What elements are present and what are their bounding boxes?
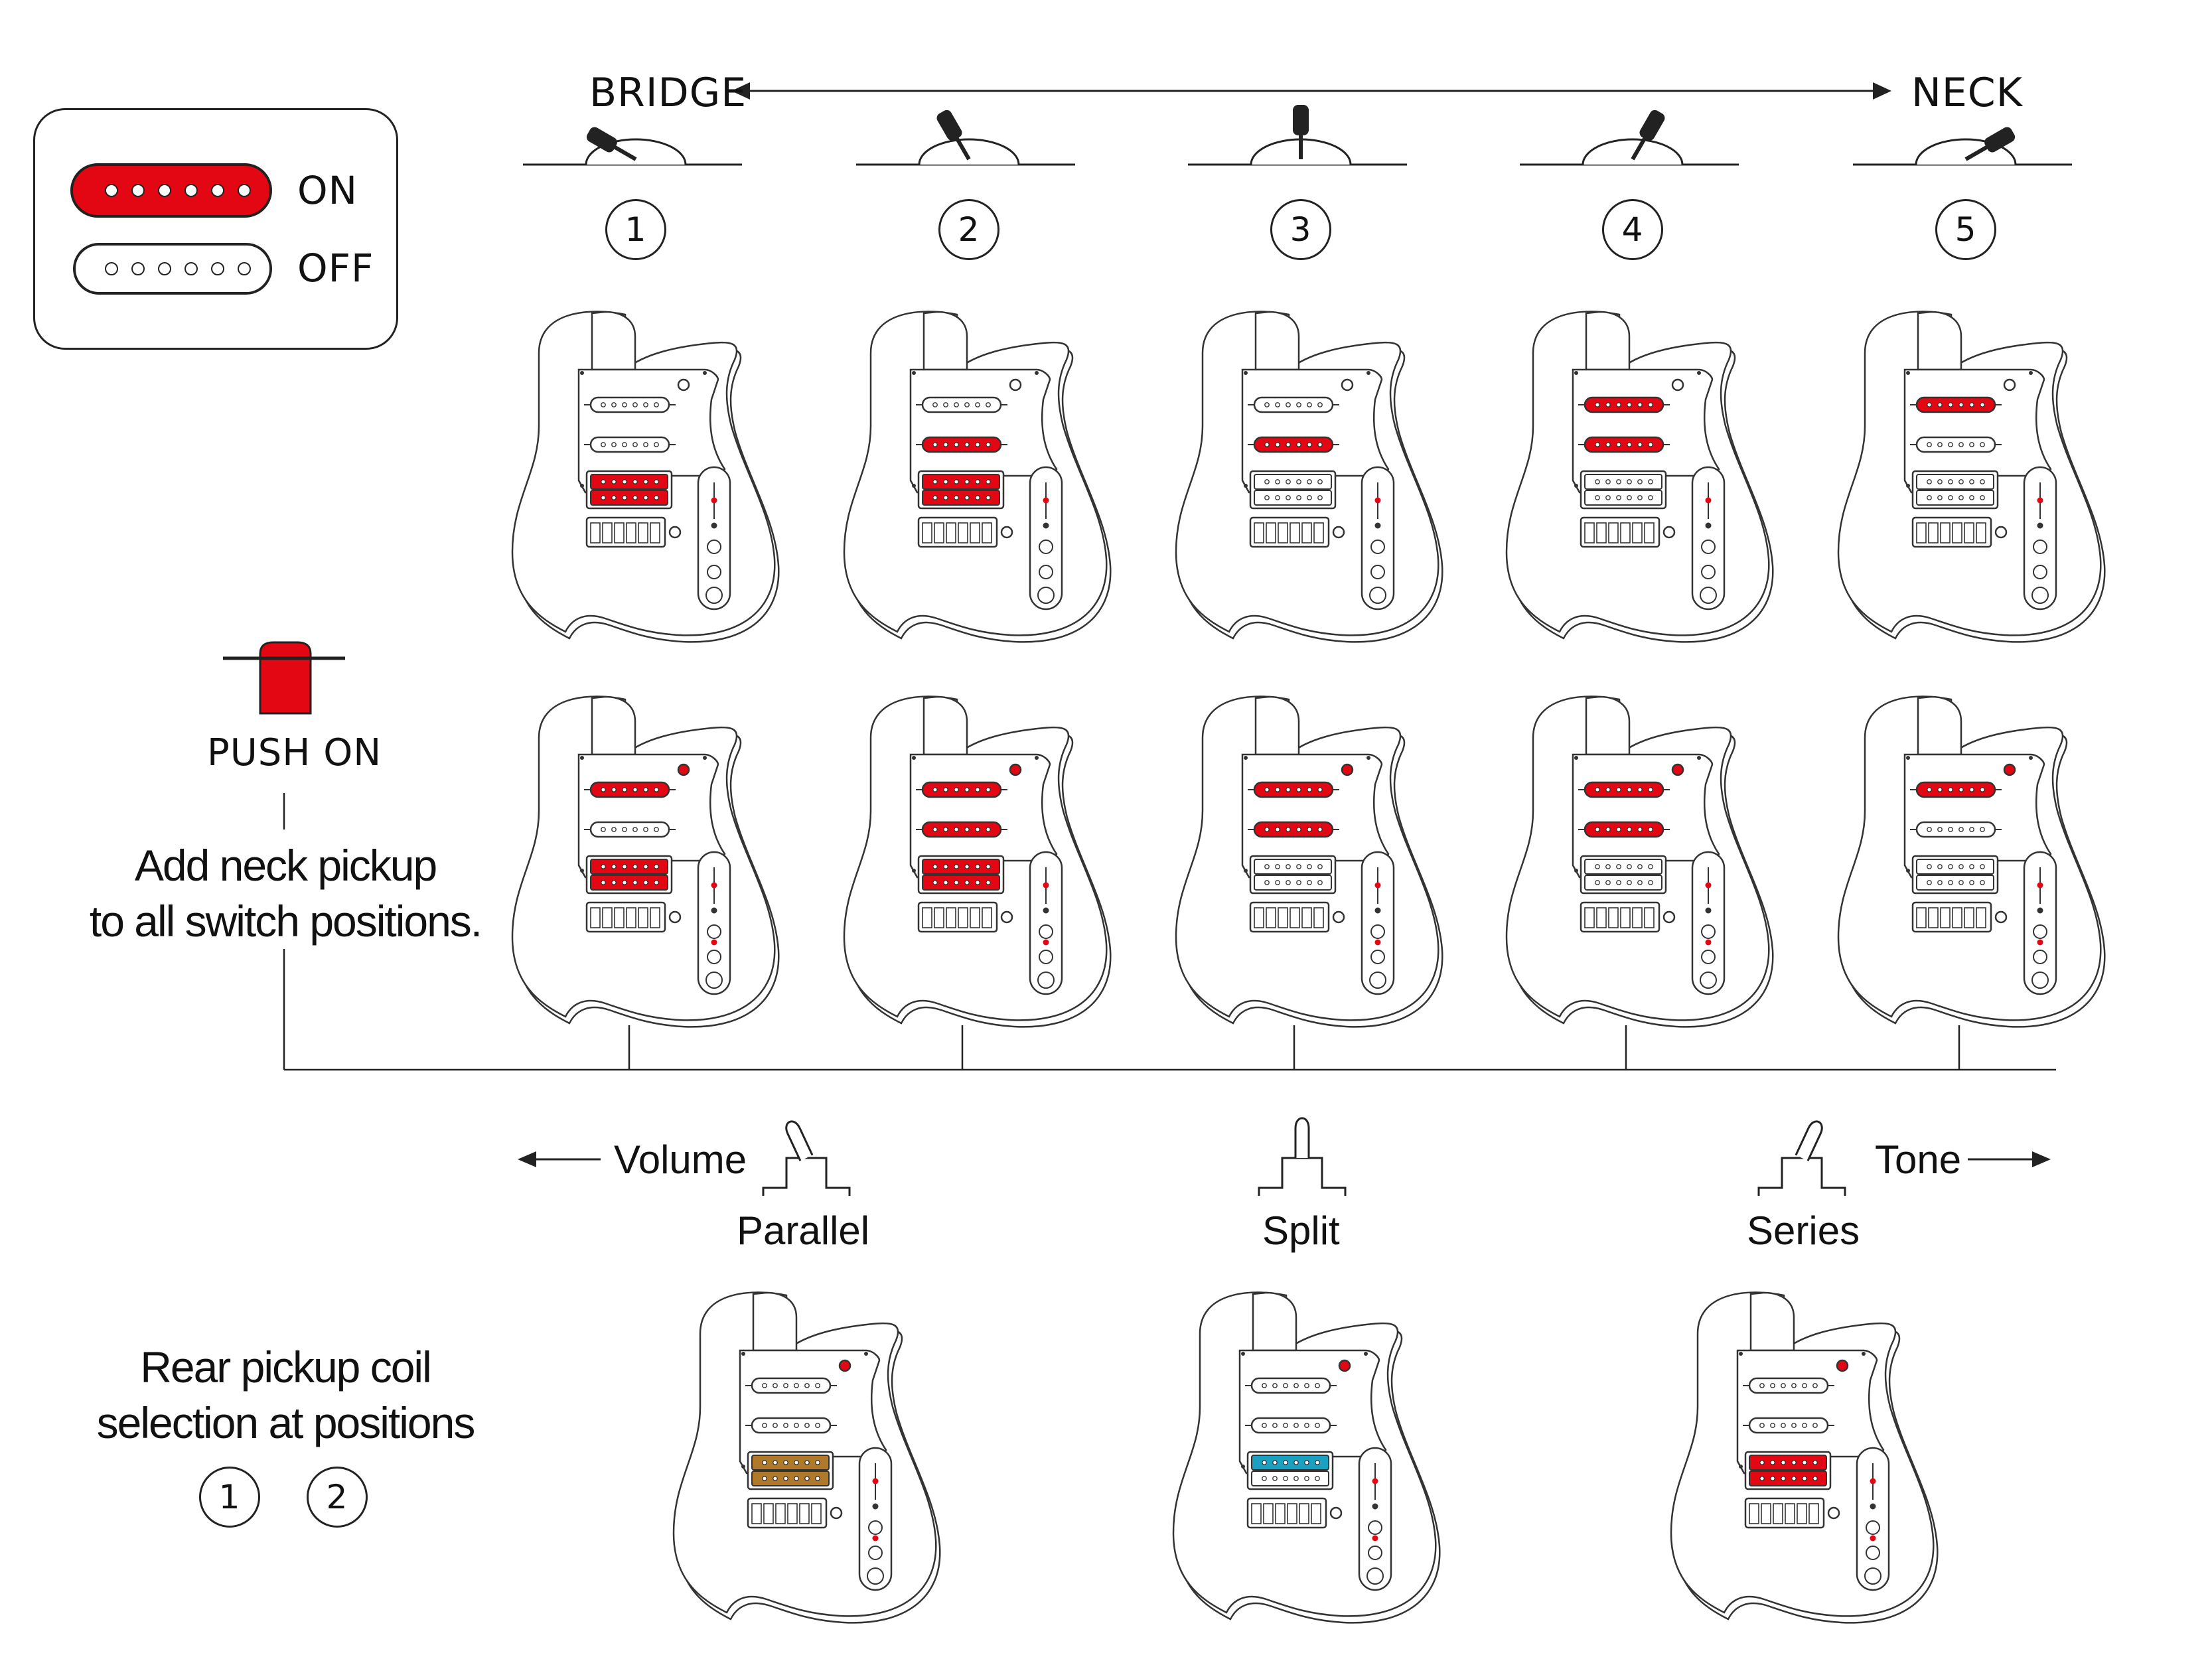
neck-label: NECK: [1911, 70, 2024, 116]
position-3-circle: 3: [1270, 199, 1331, 260]
legend-on-label: ON: [297, 168, 358, 213]
guitar-row1-pos1: [511, 311, 780, 643]
coil-toggle-parallel-icon: [762, 1120, 851, 1196]
switch-glyph-1: [523, 127, 742, 166]
volume-tone-arrows: [518, 1151, 2051, 1167]
switch-glyph-5: [1853, 127, 2072, 166]
rear-description-line-2: selection at positions: [96, 1398, 476, 1447]
guitar-row1-pos5: [1837, 311, 2106, 643]
mode-label-series: Series: [1747, 1208, 1860, 1253]
guitar-row2-pos5: [1837, 695, 2106, 1028]
volume-label: Volume: [614, 1137, 747, 1182]
legend-box: [33, 108, 398, 350]
coil-toggle-split-icon: [1258, 1117, 1347, 1196]
switch-glyph-4: [1520, 109, 1739, 166]
switch-glyph-3: [1188, 105, 1407, 166]
position-4-circle: 4: [1602, 199, 1663, 260]
guitar-row1-pos3: [1175, 311, 1443, 643]
mode-label-parallel: Parallel: [737, 1208, 870, 1253]
rear-description-line-1: Rear pickup coil: [140, 1342, 432, 1392]
push-on-label: PUSH ON: [207, 731, 382, 774]
push-description-line-2: to all switch positions.: [89, 897, 482, 946]
rear-position-1-circle: 1: [199, 1467, 260, 1528]
position-2-circle: 2: [938, 199, 999, 260]
guitar-coil-split: [1172, 1291, 1441, 1624]
position-1-circle: 1: [605, 199, 666, 260]
bridge-label: BRIDGE: [589, 70, 747, 116]
guitar-row2-pos4: [1505, 695, 1774, 1028]
guitar-row2-pos3: [1175, 695, 1443, 1028]
push-description: Add neck pickup to all switch positions.: [66, 837, 504, 949]
legend-off-label: OFF: [297, 246, 374, 291]
position-5-circle: 5: [1935, 199, 1996, 260]
guitar-row1-pos4: [1505, 311, 1774, 643]
guitar-coil-parallel: [672, 1291, 941, 1624]
switch-glyph-2: [856, 109, 1075, 166]
guitar-coil-series: [1670, 1291, 1939, 1624]
push-connector-lines: [283, 793, 2056, 1071]
rear-pickup-description: Rear pickup coil selection at positions: [53, 1339, 518, 1451]
guitar-row2-pos2: [843, 695, 1112, 1028]
guitar-row1-pos2: [843, 311, 1112, 643]
guitar-row2-pos1: [511, 695, 780, 1028]
rear-position-2-circle: 2: [307, 1467, 368, 1528]
mode-label-split: Split: [1262, 1208, 1340, 1253]
push-description-line-1: Add neck pickup: [134, 841, 437, 890]
tone-label: Tone: [1875, 1137, 1962, 1182]
push-button-icon: [223, 641, 345, 715]
coil-toggle-series-icon: [1757, 1120, 1846, 1196]
